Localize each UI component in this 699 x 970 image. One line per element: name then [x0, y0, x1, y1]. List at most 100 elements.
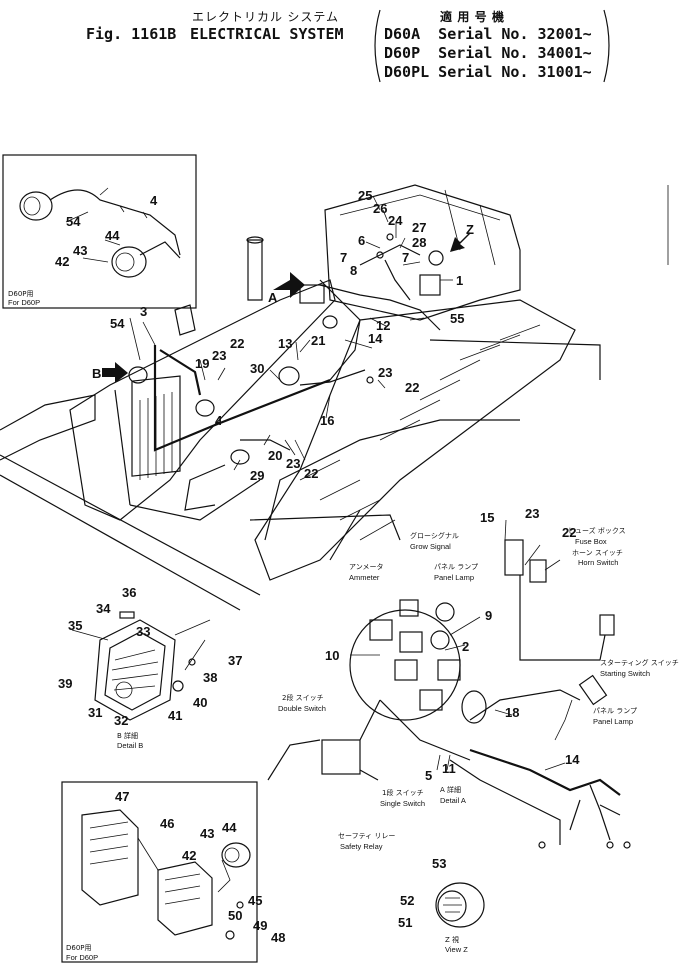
callout-8: 8: [350, 263, 357, 278]
starting-switch-en: Starting Switch: [600, 669, 650, 678]
callout-23b: 23: [378, 365, 392, 380]
callout-23c: 23: [286, 456, 300, 471]
figure-number: Fig. 1161B: [86, 25, 177, 43]
callout-15: 15: [480, 510, 494, 525]
inset-top-callouts: 4 54 44 43 42 D60P用 For D60P: [8, 193, 158, 307]
callout-7a: 7: [340, 250, 347, 265]
callout-19: 19: [195, 356, 209, 371]
callout-43-inset: 43: [73, 243, 87, 258]
detail-a-callouts: 15 23 22 9 10 2 18 14 5 11 ヒューズ ボックス Fus…: [278, 506, 679, 851]
detail-a-en: Detail A: [440, 796, 466, 805]
callout-22c: 22: [304, 466, 318, 481]
callout-31: 31: [88, 705, 102, 720]
letter-b: B: [92, 366, 101, 381]
callout-28: 28: [412, 235, 426, 250]
callout-10: 10: [325, 648, 339, 663]
callout-32: 32: [114, 713, 128, 728]
callout-4-inset: 4: [150, 193, 158, 208]
horn-switch-jp: ホーン スイッチ: [572, 549, 623, 557]
callout-40: 40: [193, 695, 207, 710]
callout-49: 49: [253, 918, 267, 933]
inset-bottom-jp: D60P用: [66, 944, 92, 952]
callout-4: 4: [215, 413, 223, 428]
callout-23: 23: [212, 348, 226, 363]
callout-18: 18: [505, 705, 519, 720]
callout-6: 6: [358, 233, 365, 248]
bracket-left: [374, 9, 381, 83]
main-callouts: 25 26 24 27 6 28 7 7 8 1 12 14 55 3 54 2…: [92, 188, 474, 483]
callout-3: 3: [140, 304, 147, 319]
callout-24: 24: [388, 213, 403, 228]
callout-22b: 22: [405, 380, 419, 395]
safety-relay-en: Safety Relay: [340, 842, 383, 851]
grow-signal-jp: グローシグナル: [410, 531, 459, 540]
detail-a-dashboard: [267, 539, 631, 849]
letter-z: Z: [466, 222, 474, 237]
main-harness: [153, 233, 444, 465]
callout-30: 30: [250, 361, 264, 376]
callout-22: 22: [230, 336, 244, 351]
callout-44b: 44: [222, 820, 237, 835]
horn-switch-en: Horn Switch: [578, 558, 618, 567]
safety-relay-jp: セーフティ リレー: [338, 832, 395, 840]
callout-14: 14: [368, 331, 383, 346]
callout-44-inset: 44: [105, 228, 120, 243]
panel-lamp-2-en: Panel Lamp: [593, 717, 633, 726]
view-z-callouts: 53 52 51 Z 視 View Z: [398, 856, 468, 954]
arrow-z-icon: [450, 232, 470, 252]
detail-a-jp: A 詳細: [440, 785, 461, 794]
view-z-jp: Z 視: [445, 935, 459, 944]
detail-b-en: Detail B: [117, 741, 143, 750]
inset-top-left: [2, 154, 197, 309]
callout-42b: 42: [182, 848, 196, 863]
arrow-b-icon: [102, 362, 128, 383]
inset-bottom-left: [61, 781, 258, 963]
applicable-machines-jp: 適 用 号 機: [440, 10, 506, 24]
fuse-box-jp: ヒューズ ボックス: [568, 526, 626, 535]
callout-50: 50: [228, 908, 242, 923]
ammeter-jp: アンメータ: [349, 562, 384, 571]
callout-46: 46: [160, 816, 174, 831]
callout-13: 13: [278, 336, 292, 351]
callout-25: 25: [358, 188, 372, 203]
leader-lines: [129, 195, 566, 771]
panel-lamp-jp: パネル ランプ: [434, 563, 478, 571]
callout-14b: 14: [565, 752, 580, 767]
inset-top-jp: D60P用: [8, 290, 34, 298]
double-switch-en: Double Switch: [278, 704, 326, 713]
inset-bottom-callouts: 47 46 43 44 42 45 50 49 48 D60P用 For D60…: [66, 789, 285, 962]
callout-22d: 22: [562, 525, 576, 540]
callout-55: 55: [450, 311, 464, 326]
callout-27: 27: [412, 220, 426, 235]
single-switch-en: Single Switch: [380, 799, 425, 808]
callout-38: 38: [203, 670, 217, 685]
panel-lamp-2-jp: パネル ランプ: [593, 707, 637, 715]
callout-45: 45: [248, 893, 262, 908]
callout-48: 48: [271, 930, 285, 945]
inset-top-en: For D60P: [8, 298, 40, 307]
callout-36: 36: [122, 585, 136, 600]
callout-53: 53: [432, 856, 446, 871]
bracket-right: [603, 9, 610, 83]
callout-52: 52: [400, 893, 414, 908]
inset-bottom-en: For D60P: [66, 953, 98, 962]
callout-33: 33: [136, 624, 150, 639]
detail-b-lamp: [71, 611, 211, 721]
starting-switch-jp: スターティング スイッチ: [600, 658, 679, 667]
callout-11: 11: [442, 761, 456, 776]
serial-line-2: D60P Serial No. 34001~: [384, 44, 592, 62]
callout-21: 21: [311, 333, 325, 348]
callout-26: 26: [373, 201, 387, 216]
callout-37: 37: [228, 653, 242, 668]
callout-35: 35: [68, 618, 82, 633]
callout-39: 39: [58, 676, 72, 691]
serial-line-1: D60A Serial No. 32001~: [384, 25, 592, 43]
view-z-en: View Z: [445, 945, 468, 954]
callout-43b: 43: [200, 826, 214, 841]
callout-9: 9: [485, 608, 492, 623]
machine-body: [0, 184, 669, 611]
double-switch-jp: 2段 スイッチ: [282, 693, 324, 702]
fuse-box-en: Fuse Box: [575, 537, 607, 546]
single-switch-jp: 1段 スイッチ: [382, 788, 424, 797]
